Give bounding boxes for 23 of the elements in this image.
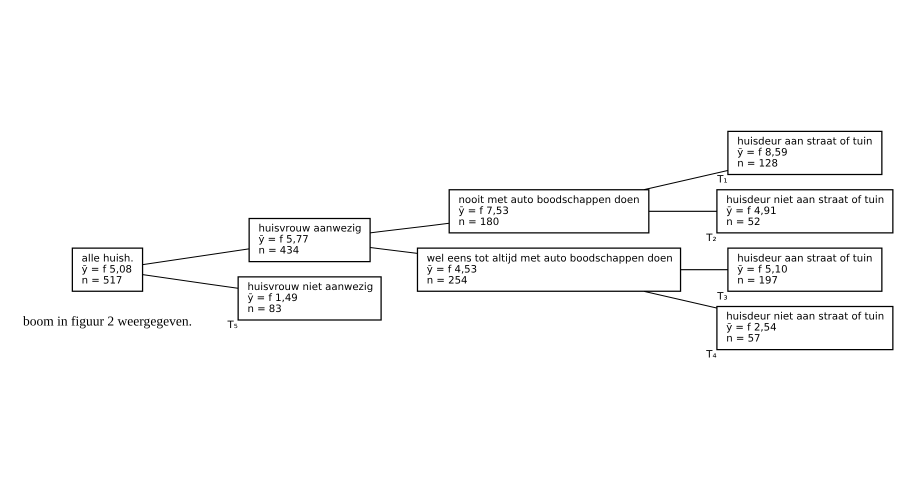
node-box: nooit met auto boodschappen doen ȳ = f 7,53 n = 180 bbox=[448, 189, 650, 234]
node-box: huisdeur aan straat of tuin ȳ = f 5,10 n = 197 bbox=[727, 247, 882, 292]
node-box: huisvrouw niet aanwezig ȳ = f 1,49 n = 83 bbox=[238, 276, 382, 321]
node-label: T₄ bbox=[706, 350, 717, 361]
connector bbox=[680, 269, 728, 270]
connector bbox=[644, 170, 728, 190]
node-box: alle huish. ȳ = f 5,08 n = 517 bbox=[72, 247, 144, 292]
node-box: huisvrouw aanwezig ȳ = f 5,77 n = 434 bbox=[248, 218, 371, 262]
connector bbox=[142, 248, 249, 266]
connector bbox=[370, 247, 418, 254]
node-box: huisdeur aan straat of tuin ȳ = f 8,59 n = 128 bbox=[727, 130, 882, 176]
node-box: huisdeur niet aan straat of tuin ȳ = f 4,91 n = 52 bbox=[716, 189, 894, 234]
label: boom in figuur 2 weergegeven. bbox=[22, 313, 192, 328]
node-label: T₅ bbox=[228, 320, 238, 332]
connector bbox=[142, 274, 238, 289]
node-label: T₂ bbox=[706, 233, 717, 244]
node-box: huisdeur niet aan straat of tuin ȳ = f 2,54 n = 57 bbox=[716, 306, 894, 350]
connector bbox=[370, 222, 450, 234]
node-box: wel eens tot altijd met auto boodschappen doen ȳ = f 4,53 n = 254 bbox=[416, 247, 682, 292]
connector bbox=[648, 210, 717, 212]
connector bbox=[644, 290, 717, 308]
node-label: T₃ bbox=[717, 291, 728, 302]
node-label: T₁ bbox=[717, 174, 728, 186]
